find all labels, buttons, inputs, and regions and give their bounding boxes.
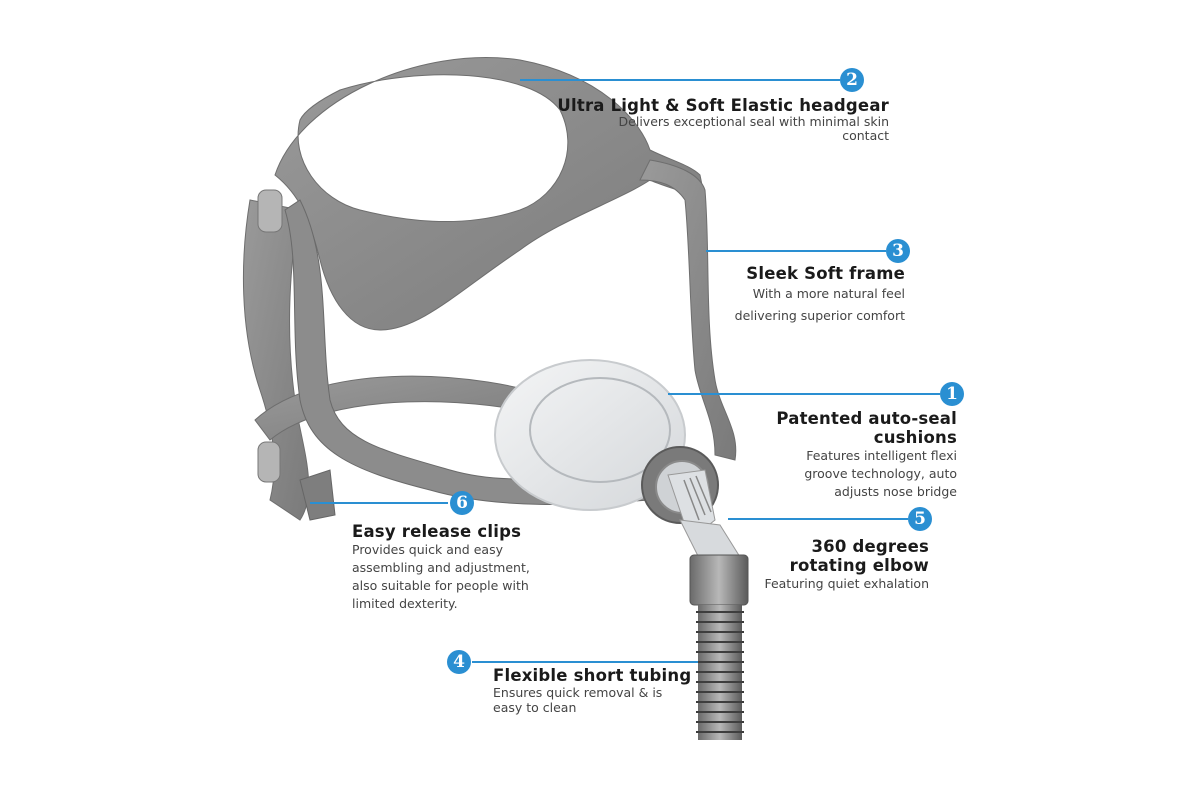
- callout-title: Ultra Light & Soft Elastic headgear: [557, 96, 889, 115]
- description-line: Delivers exceptional seal with minimal s…: [618, 114, 889, 129]
- callout-tubing: Flexible short tubing Ensures quick remo…: [493, 666, 698, 715]
- description-line: adjusts nose bridge: [834, 484, 957, 499]
- callout-title: 360 degrees: [811, 537, 929, 556]
- description-line: Provides quick and easy: [352, 542, 503, 557]
- marker-4: 4: [447, 650, 471, 674]
- marker-6: 6: [450, 491, 474, 515]
- marker-1: 1: [940, 382, 964, 406]
- callout-title: Flexible short tubing: [493, 666, 692, 685]
- leader-line-3: [706, 250, 886, 252]
- description-line: also suitable for people with: [352, 578, 529, 593]
- leader-line-2: [520, 79, 840, 81]
- leader-line-1: [668, 393, 940, 395]
- callout-description: With a more natural feel delivering supe…: [700, 283, 905, 327]
- marker-2: 2: [840, 68, 864, 92]
- callout-cushions: Patented auto-seal cushions Features int…: [740, 409, 957, 501]
- description-line: Ensures quick removal & is: [493, 685, 663, 700]
- description-line: limited dexterity.: [352, 596, 458, 611]
- description-line: easy to clean: [493, 700, 577, 715]
- callout-description: Featuring quiet exhalation: [730, 575, 929, 593]
- callout-title: Patented auto-seal: [776, 409, 957, 428]
- leader-line-6: [310, 502, 448, 504]
- description-line: Featuring quiet exhalation: [764, 576, 929, 591]
- callout-description: Delivers exceptional seal with minimal s…: [540, 115, 889, 143]
- callout-title: rotating elbow: [789, 556, 929, 575]
- callout-description: Provides quick and easy assembling and a…: [352, 541, 562, 613]
- marker-5: 5: [908, 507, 932, 531]
- callout-title: Easy release clips: [352, 522, 522, 541]
- description-line: delivering superior comfort: [734, 308, 905, 323]
- leader-line-5: [728, 518, 908, 520]
- callout-description: Features intelligent flexi groove techno…: [740, 447, 957, 501]
- callout-elbow: 360 degrees rotating elbow Featuring qui…: [730, 537, 929, 593]
- description-line: With a more natural feel: [752, 286, 905, 301]
- marker-3: 3: [886, 239, 910, 263]
- description-line: Features intelligent flexi: [806, 448, 957, 463]
- callout-frame: Sleek Soft frame With a more natural fee…: [700, 264, 905, 327]
- callout-title: cushions: [873, 428, 957, 447]
- callout-clips: Easy release clips Provides quick and ea…: [352, 522, 562, 613]
- leader-line-4: [472, 661, 698, 663]
- callout-title: Sleek Soft frame: [746, 264, 905, 283]
- callout-description: Ensures quick removal & is easy to clean: [493, 685, 698, 715]
- callout-headgear: Ultra Light & Soft Elastic headgear Deli…: [540, 96, 889, 143]
- description-line: assembling and adjustment,: [352, 560, 530, 575]
- description-line: groove technology, auto: [804, 466, 957, 481]
- description-line: contact: [842, 128, 889, 143]
